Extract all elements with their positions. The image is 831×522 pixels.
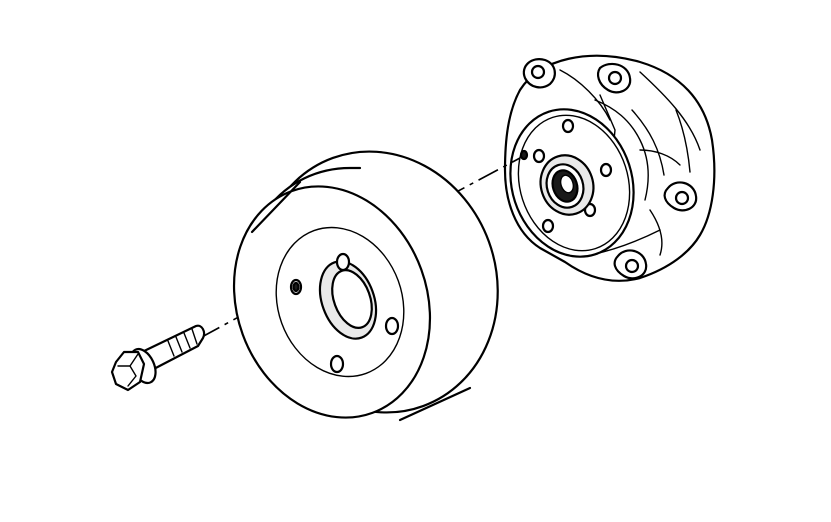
- pulley-icon: [232, 150, 499, 422]
- bolt-icon: [110, 324, 206, 392]
- pump-hub-icon: [503, 54, 716, 282]
